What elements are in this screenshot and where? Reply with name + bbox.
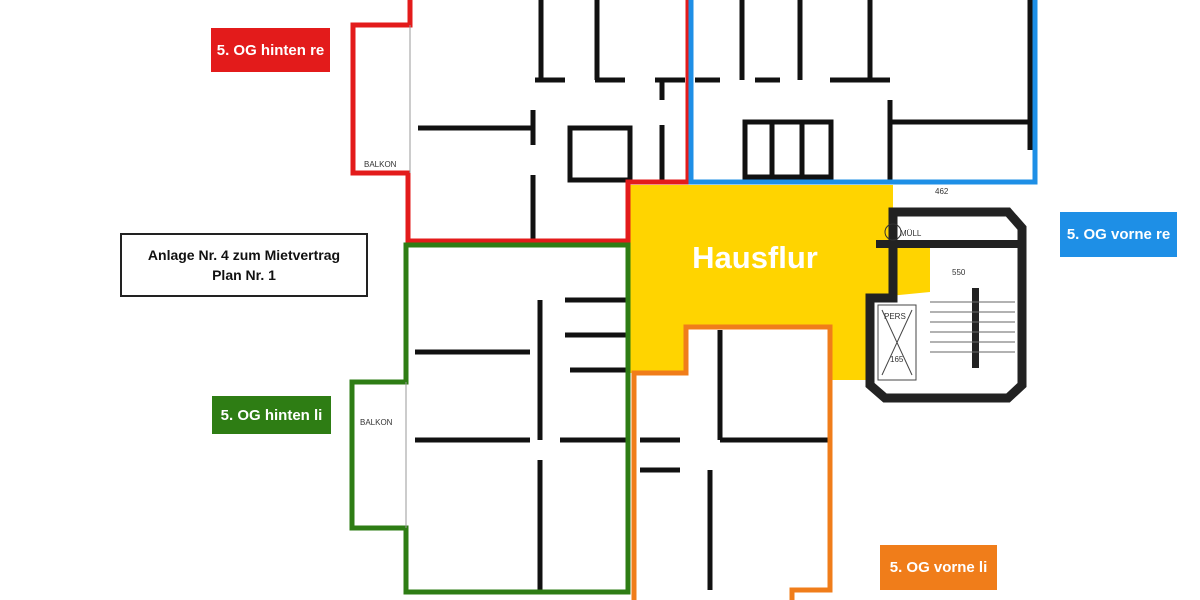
dim-462: 462 [935,187,949,196]
label-5og-hinten-re: 5. OG hinten re [211,28,330,72]
label-5og-vorne-re: 5. OG vorne re [1060,212,1177,257]
label-5og-hinten-li: 5. OG hinten li [212,396,331,434]
hinten-li-outline [349,242,631,595]
vorne-li-outline [631,324,833,600]
anlage-line2: Plan Nr. 1 [212,267,276,283]
hausflur-area [630,185,930,380]
anlage-line1: Anlage Nr. 4 zum Mietvertrag [147,247,341,263]
dim-165: 165 [890,355,904,364]
hausflur-label: Hausflur [692,240,818,275]
pers-label: PERS [884,312,906,321]
balkon-label-top: BALKON [364,160,397,169]
balkon-label-bottom: BALKON [360,418,393,427]
hinten-re-outline [350,0,691,244]
label-5og-vorne-li: 5. OG vorne li [880,545,997,590]
walls [415,0,1033,590]
muell-label: MÜLL [900,229,922,238]
anlage-title-box: Anlage Nr. 4 zum Mietvertrag Plan Nr. 1 [120,233,368,297]
vorne-re-outline [688,0,1038,185]
dim-550: 550 [952,268,966,277]
staircase [865,207,1027,403]
